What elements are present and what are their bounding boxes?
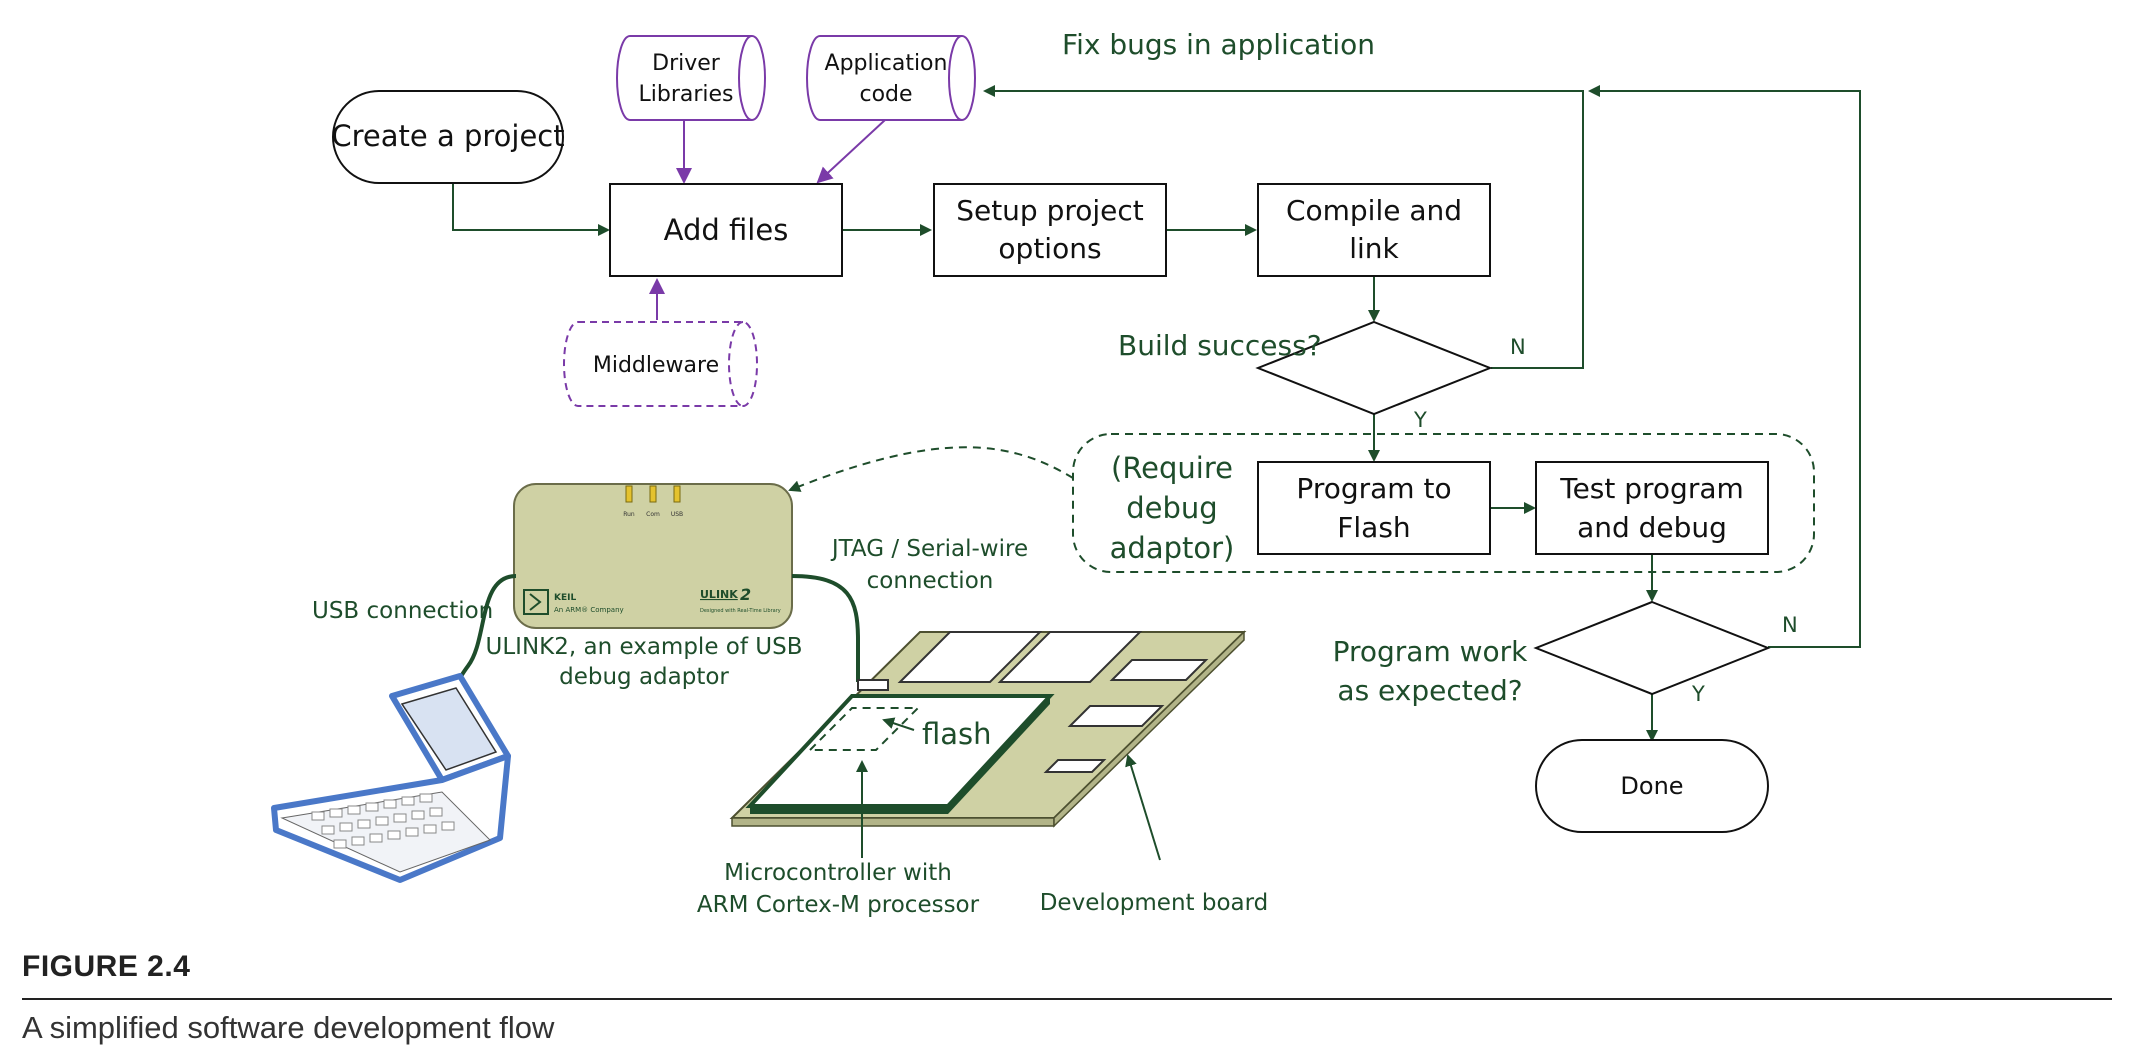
ulink-model: ULINK	[700, 588, 738, 601]
dev-board-label: Development board	[1040, 890, 1269, 916]
require-debug-label: (Require debug adaptor)	[1110, 451, 1235, 565]
ulink-caption-line1: ULINK2, an example of USB	[486, 634, 803, 660]
flow-diagram: Create a project Done Driver Libraries A…	[271, 28, 1861, 918]
node-middleware: Middleware	[563, 321, 758, 407]
create-project-label: Create a project	[331, 119, 564, 153]
led-label-com: Com	[646, 511, 660, 518]
node-add-files: Add files	[609, 183, 843, 277]
setup-options-line1: Setup project	[956, 194, 1144, 227]
node-done: Done	[1535, 739, 1769, 833]
keil-brand: KEIL	[554, 593, 576, 603]
keil-logo-icon	[523, 589, 549, 615]
ulink2-adaptor: Run Com USB KEIL An ARM® Company ULINK 2…	[513, 483, 793, 629]
program-work-line1: Program work	[1333, 635, 1529, 668]
arrow-create-to-add	[452, 183, 610, 236]
arrow-board-pointer	[1125, 754, 1161, 861]
application-code-line2: code	[859, 82, 912, 107]
work-no-label: N	[1782, 613, 1798, 637]
middleware-label: Middleware	[593, 353, 719, 378]
purple-connectors	[649, 119, 886, 320]
setup-options-line2: options	[998, 232, 1101, 265]
program-work-line2: as expected?	[1337, 674, 1522, 707]
figure-label: FIGURE 2.4	[22, 950, 191, 983]
build-yes-label: Y	[1413, 408, 1427, 432]
driver-libraries-line2: Libraries	[638, 82, 733, 107]
jtag-label-line1: JTAG / Serial-wire	[830, 536, 1028, 562]
node-test-debug: Test program and debug	[1535, 461, 1769, 555]
require-debug-line3: adaptor)	[1110, 531, 1235, 565]
decision-build-success	[1255, 320, 1493, 416]
arrow-build-no-loop	[983, 85, 1584, 369]
arrow-work-no-loop	[1588, 85, 1861, 648]
compile-link-line2: link	[1349, 232, 1399, 265]
driver-libraries-line1: Driver	[652, 51, 721, 76]
add-files-label: Add files	[664, 213, 789, 247]
figure-caption: A simplified software development flow	[22, 1010, 555, 1045]
development-board: flash	[729, 630, 1247, 828]
arrow-app-to-add	[816, 119, 886, 184]
keil-brand-sub: An ARM® Company	[554, 606, 624, 614]
require-debug-line2: debug	[1126, 491, 1217, 525]
led-label-usb: USB	[671, 511, 683, 518]
caption-divider	[22, 998, 2112, 1000]
usb-connection-label: USB connection	[312, 598, 493, 624]
jtag-connector	[857, 679, 889, 691]
require-debug-line1: (Require	[1111, 451, 1233, 485]
build-no-label: N	[1510, 335, 1526, 359]
jtag-cable	[791, 574, 860, 682]
ulink-model-num: 2	[740, 585, 751, 604]
chip-small-1	[1109, 659, 1209, 681]
fix-bugs-label: Fix bugs in application	[1062, 28, 1375, 61]
led-label-run: Run	[623, 511, 635, 518]
node-setup-options: Setup project options	[933, 183, 1167, 277]
decision-program-work	[1533, 600, 1771, 696]
led-run	[625, 485, 633, 503]
flash-label: flash	[922, 717, 992, 751]
ulink-caption-line2: debug adaptor	[559, 664, 729, 690]
test-debug-line1: Test program	[1559, 472, 1744, 505]
node-create-project: Create a project	[331, 90, 565, 184]
arrow-debug-to-ulink	[788, 446, 1074, 492]
chip-small-2	[1067, 705, 1165, 727]
compile-link-line1: Compile and	[1286, 194, 1462, 227]
microcontroller-line1: Microcontroller with	[724, 860, 952, 886]
laptop-icon	[271, 673, 511, 883]
work-yes-label: Y	[1691, 682, 1705, 706]
microcontroller-line2: ARM Cortex-M processor	[697, 892, 980, 918]
node-driver-libraries: Driver Libraries	[616, 35, 766, 121]
connectors	[452, 85, 1861, 742]
node-program-flash: Program to Flash	[1257, 461, 1491, 555]
node-application-code: Application code	[806, 35, 976, 121]
chip-small-3	[1043, 759, 1107, 773]
ulink-model-sub: Designed with Real-Time Library	[700, 608, 781, 614]
node-compile-link: Compile and link	[1257, 183, 1491, 277]
chip-large-1	[897, 631, 1043, 683]
chip-large-2	[997, 631, 1143, 683]
program-flash-line2: Flash	[1337, 511, 1410, 544]
application-code-line1: Application	[825, 51, 948, 76]
test-debug-line2: and debug	[1577, 511, 1727, 544]
done-label: Done	[1620, 772, 1683, 800]
debug-adaptor-group	[1072, 433, 1815, 573]
program-flash-line1: Program to	[1296, 472, 1451, 505]
led-usb	[673, 485, 681, 503]
jtag-label-line2: connection	[867, 568, 994, 594]
led-com	[649, 485, 657, 503]
build-success-label: Build success?	[1118, 329, 1322, 362]
